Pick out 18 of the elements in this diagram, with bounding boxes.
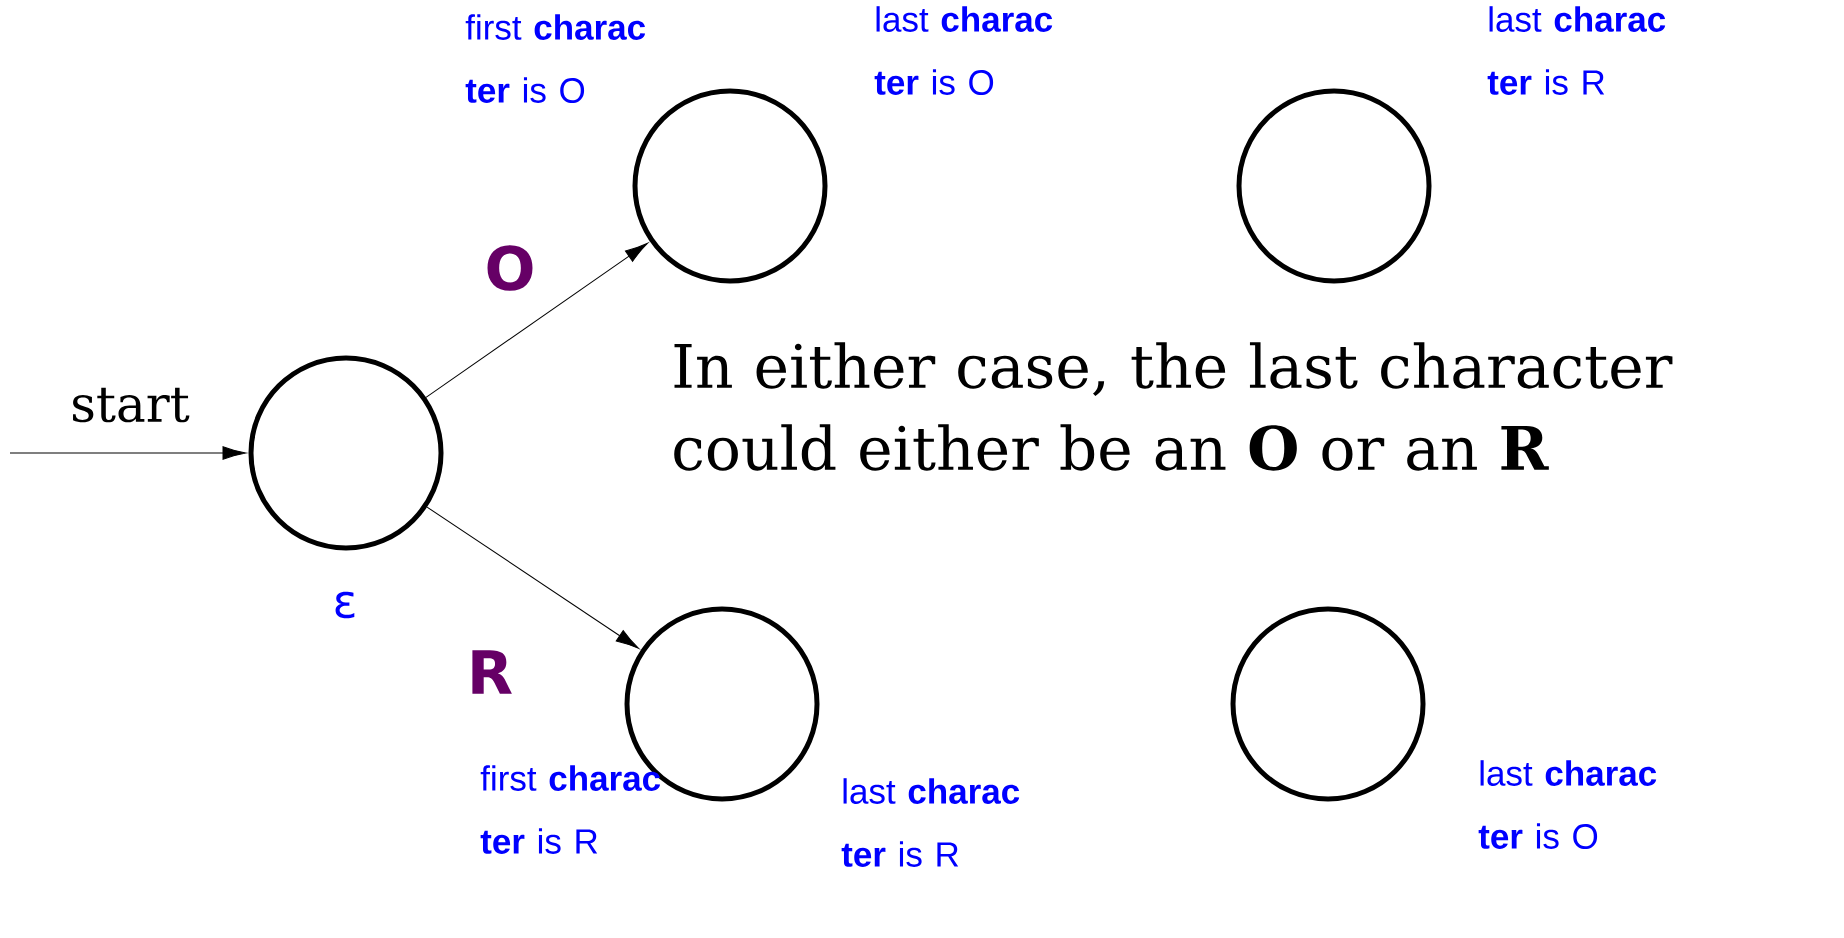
edge-label: start [73, 387, 190, 423]
arrow [9, 446, 247, 460]
state-note: last charac ter is R [1487, 6, 1666, 95]
edge-label: R [472, 650, 512, 694]
state-circle [1236, 88, 1432, 284]
state-note: last charac ter is R [841, 778, 1020, 867]
state-circle [248, 355, 444, 551]
state-circle [632, 88, 828, 284]
state-note: last charac ter is O [874, 6, 1053, 95]
arrow [426, 506, 640, 649]
state-note: first charac ter is R [480, 765, 661, 854]
state-note: first charac ter is O [465, 14, 646, 103]
state-label: ε [335, 591, 355, 619]
note-text: In either case, the last character could either be an O or an R [674, 342, 1673, 471]
state-circle [1230, 606, 1426, 802]
arrow [425, 242, 649, 398]
edge-label: O [487, 245, 533, 291]
state-note: last charac ter is O [1478, 760, 1657, 849]
